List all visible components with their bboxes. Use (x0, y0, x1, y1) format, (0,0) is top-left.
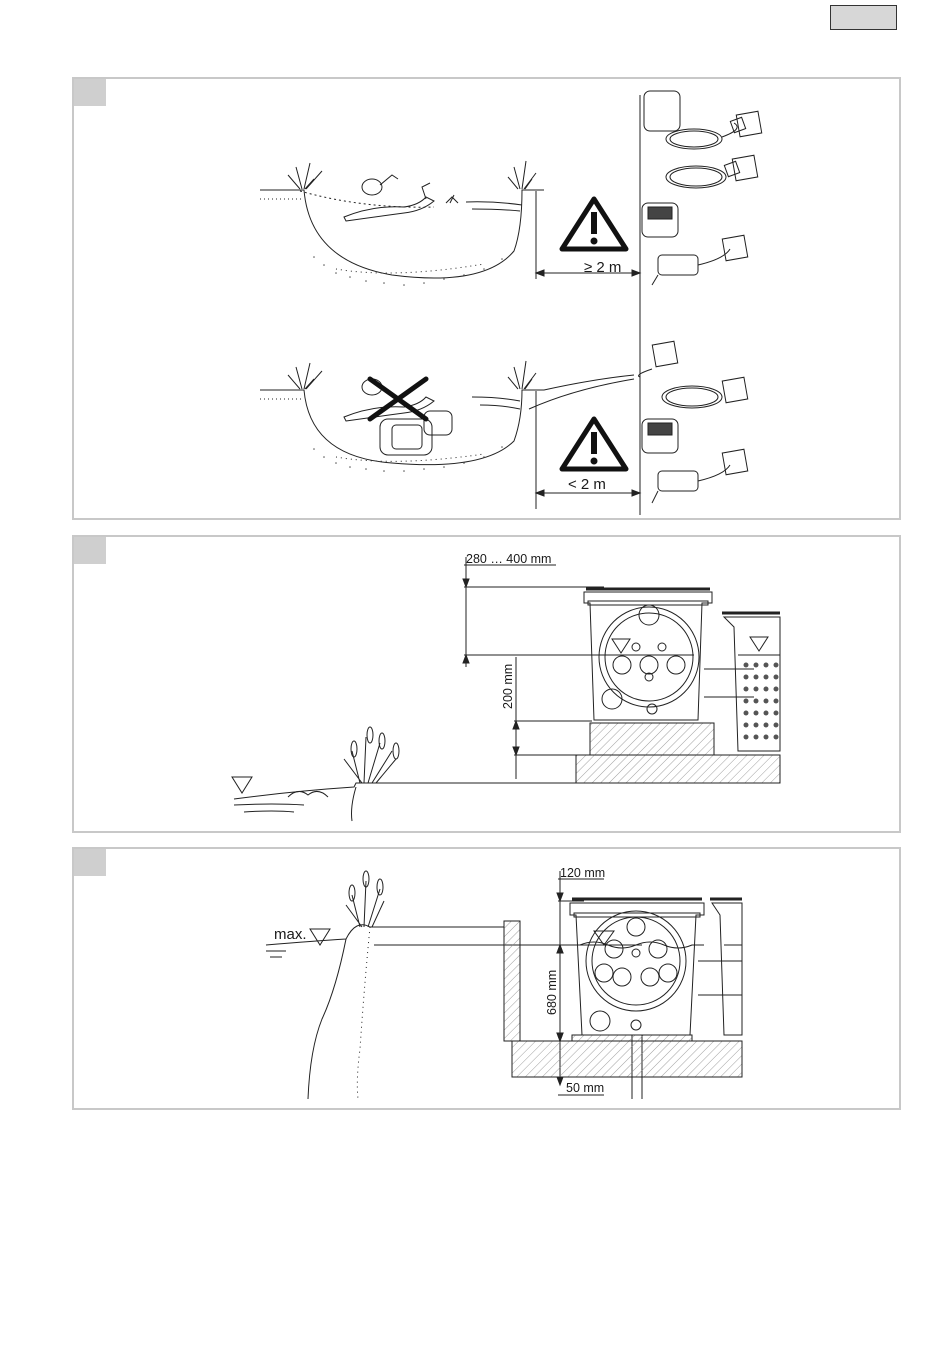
max-water-level-diagram: max. 120 mm 680 mm 50 mm (74, 849, 903, 1112)
warning-triangle-icon (562, 199, 626, 249)
distance-label-lt: < 2 m (568, 476, 606, 493)
warning-triangle-icon (562, 419, 626, 469)
page-number-box (830, 5, 897, 30)
prohibited-x-icon (370, 379, 426, 419)
dim-bottom-label: 50 mm (566, 1081, 604, 1095)
dim-top-label: 120 mm (560, 866, 605, 880)
panel-installation-height: 280 … 400 mm 200 mm (72, 535, 901, 833)
safety-distance-illustration: ≥ 2 m < 2 m (74, 79, 903, 522)
dim-side-label: 680 mm (545, 970, 559, 1015)
dim-top-label: 280 … 400 mm (466, 552, 551, 566)
distance-label-ge: ≥ 2 m (584, 259, 621, 276)
panel-max-water-level: max. 120 mm 680 mm 50 mm (72, 847, 901, 1110)
installation-height-diagram: 280 … 400 mm 200 mm (74, 537, 903, 835)
basket-holes (744, 663, 779, 740)
panel-safety-distance: ≥ 2 m < 2 m (72, 77, 901, 520)
dim-side-label: 200 mm (501, 664, 515, 709)
max-level-label: max. (274, 926, 307, 943)
